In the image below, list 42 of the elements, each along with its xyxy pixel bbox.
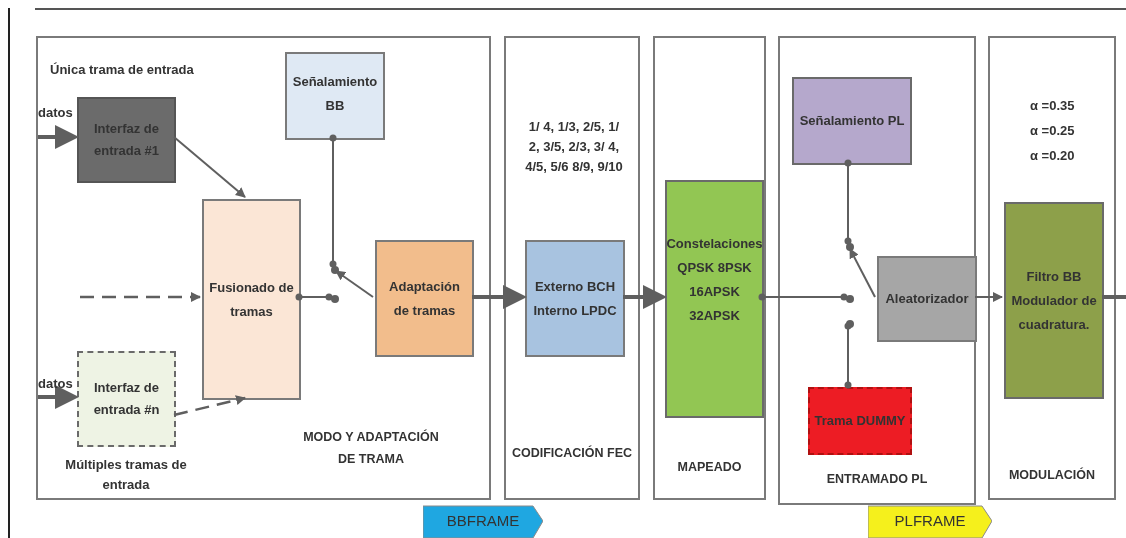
arrow [38, 385, 79, 409]
arrow [80, 292, 201, 302]
stage-title: ENTRAMADO PL [825, 471, 929, 488]
stage-title: MODULACIÓN [1007, 466, 1097, 484]
arrow [974, 292, 1003, 302]
process-box: Interfaz de entrada #n [77, 351, 176, 447]
banner-label: BBFRAME [446, 510, 520, 531]
arrow [173, 395, 246, 417]
stage-title: MODO Y ADAPTACIÓN DE TRAMA [302, 428, 440, 468]
arrow [472, 285, 527, 309]
edge-label: datos [38, 375, 73, 393]
process-box: Interfaz de entrada #1 [77, 97, 176, 183]
arrow [38, 125, 79, 149]
section-label: Única trama de entrada [50, 61, 195, 79]
stage-panel [653, 36, 766, 500]
stage-panel [988, 36, 1116, 500]
stage-title: MAPEADO [676, 459, 743, 476]
process-box: Trama DUMMY [808, 387, 912, 455]
process-box: Señalamiento BB [285, 52, 385, 140]
banner-label: PLFRAME [894, 510, 966, 531]
process-box: Externo BCH Interno LPDC [525, 240, 625, 357]
stage-title: CODIFICACIÓN FEC [510, 444, 634, 462]
process-box: Filtro BB Modulador de cuadratura. [1004, 202, 1104, 399]
box-caption: Múltiples tramas de entrada [64, 456, 188, 494]
stage-panel [504, 36, 640, 500]
rolloff-value: α =0.20 [1030, 147, 1076, 165]
process-box: Aleatorizador [877, 256, 977, 342]
arrow [849, 248, 876, 298]
rolloff-value: α =0.35 [1030, 97, 1076, 115]
code-rate-list: 1/ 4, 1/3, 2/5, 1/ 2, 3/5, 2/3, 3/ 4, 4/5, 5/6 8/9, 9/10 [524, 117, 624, 177]
process-box: Señalamiento PL [792, 77, 912, 165]
stage-panel [36, 36, 491, 500]
stage-panel [778, 36, 976, 505]
process-box: Fusionado de tramas [202, 199, 301, 400]
process-box: Constelaciones QPSK 8PSK 16APSK 32APSK [665, 180, 764, 418]
rolloff-value: α =0.25 [1030, 122, 1076, 140]
arrow [335, 270, 374, 298]
process-box: Adaptación de tramas [375, 240, 474, 357]
arrow [173, 136, 246, 198]
connector-line [1102, 295, 1126, 299]
arrow [623, 285, 667, 309]
edge-label: datos [38, 104, 73, 122]
